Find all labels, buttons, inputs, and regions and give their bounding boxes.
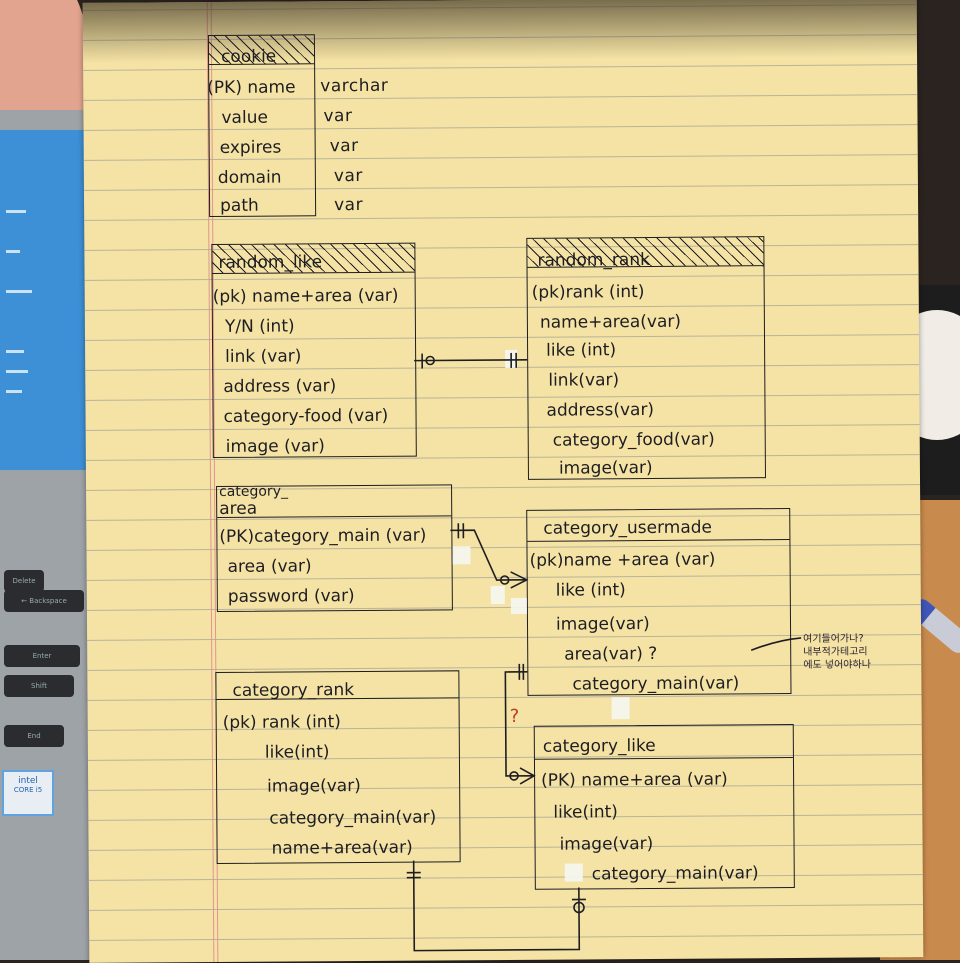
intel-badge: intel CORE i5: [2, 770, 54, 816]
key-backspace: ← Backspace: [4, 590, 84, 612]
relationship-lines: [83, 0, 924, 963]
relation-rank-like: [414, 859, 580, 950]
key-delete: Delete: [4, 570, 44, 592]
relation-usermade-like: [505, 672, 534, 776]
relation-area-usermade: [450, 530, 526, 581]
paper-sheet: cookie (PK) name value expires domain pa…: [83, 0, 924, 963]
keyboard: Delete ← Backspace Enter Shift End: [0, 560, 90, 760]
intel-logo-text: intel: [4, 776, 52, 786]
note-pointer: [751, 638, 801, 650]
intel-core-text: CORE i5: [4, 786, 52, 794]
key-end: End: [4, 725, 64, 747]
key-enter: Enter: [4, 645, 80, 667]
relation-like-rank: [414, 360, 527, 361]
key-shift: Shift: [4, 675, 74, 697]
laptop-screen: [0, 130, 86, 470]
